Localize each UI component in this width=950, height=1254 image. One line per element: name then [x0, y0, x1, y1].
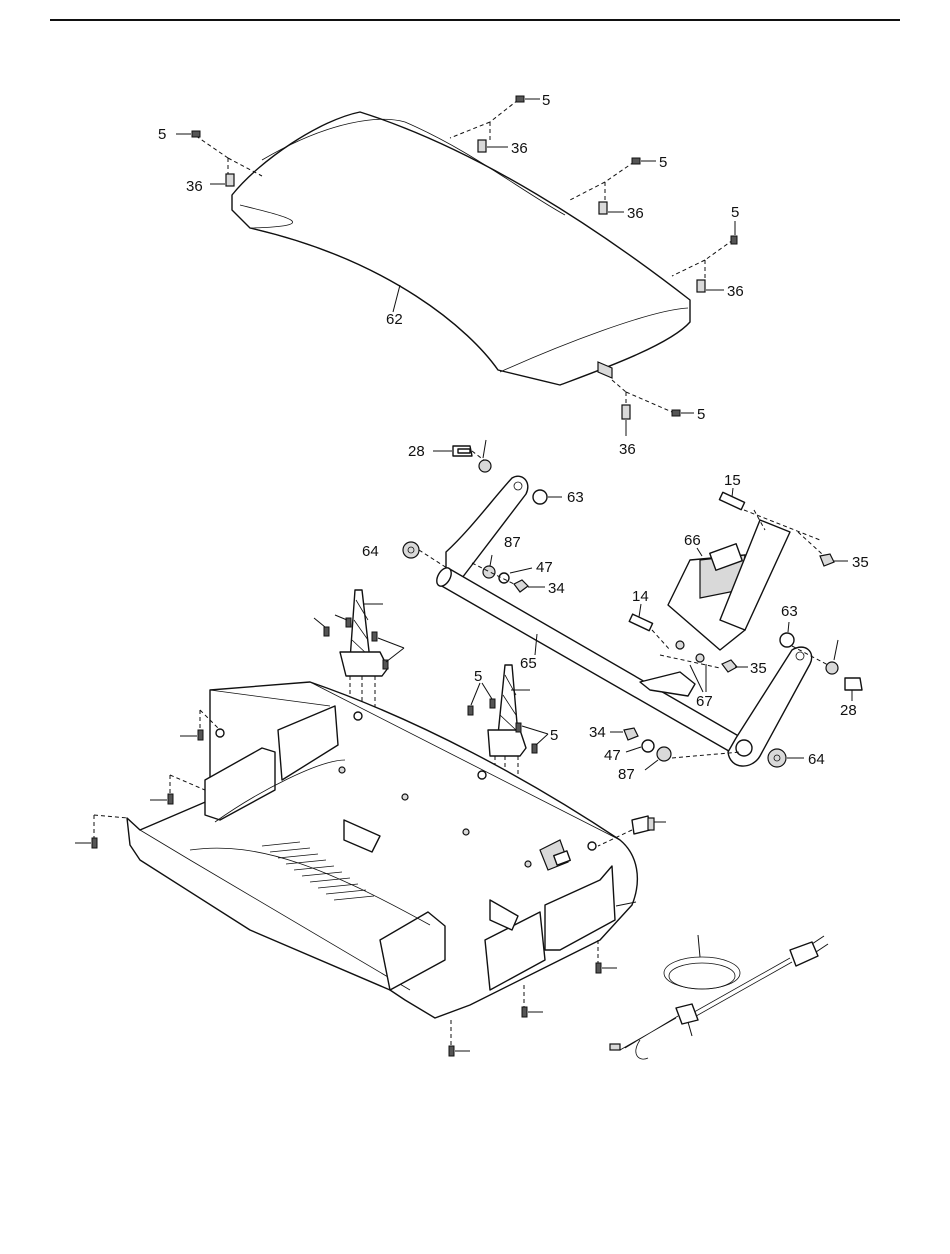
callout-5: 5: [731, 204, 739, 221]
callout-14: 14: [632, 588, 649, 605]
callout-36: 36: [511, 140, 528, 157]
callout-36: 36: [627, 205, 644, 222]
hood-cover: [232, 112, 690, 385]
callout-5: 5: [158, 126, 166, 143]
callout-67: 67: [696, 693, 713, 710]
callout-36: 36: [186, 178, 203, 195]
callout-5: 5: [697, 406, 705, 423]
callout-5: 5: [542, 92, 550, 109]
callout-62: 62: [386, 311, 403, 328]
callout-65: 65: [520, 655, 537, 672]
callout-34: 34: [548, 580, 565, 597]
callout-28: 28: [408, 443, 425, 460]
callout-64: 64: [362, 543, 379, 560]
power-cord: [610, 935, 828, 1059]
incline-frame: [434, 476, 812, 766]
callout-36: 36: [619, 441, 636, 458]
callout-47: 47: [604, 747, 621, 764]
callout-63: 63: [567, 489, 584, 506]
callout-5: 5: [550, 727, 558, 744]
callout-87: 87: [618, 766, 635, 783]
callout-5: 5: [474, 668, 482, 685]
callout-47: 47: [536, 559, 553, 576]
callout-35: 35: [750, 660, 767, 677]
callout-28: 28: [840, 702, 857, 719]
callout-63: 63: [781, 603, 798, 620]
callout-66: 66: [684, 532, 701, 549]
callout-34: 34: [589, 724, 606, 741]
callout-36: 36: [727, 283, 744, 300]
callout-87: 87: [504, 534, 521, 551]
motor-hood-base: [127, 682, 637, 1018]
callout-64: 64: [808, 751, 825, 768]
callout-35: 35: [852, 554, 869, 571]
callout-5: 5: [659, 154, 667, 171]
callout-15: 15: [724, 472, 741, 489]
